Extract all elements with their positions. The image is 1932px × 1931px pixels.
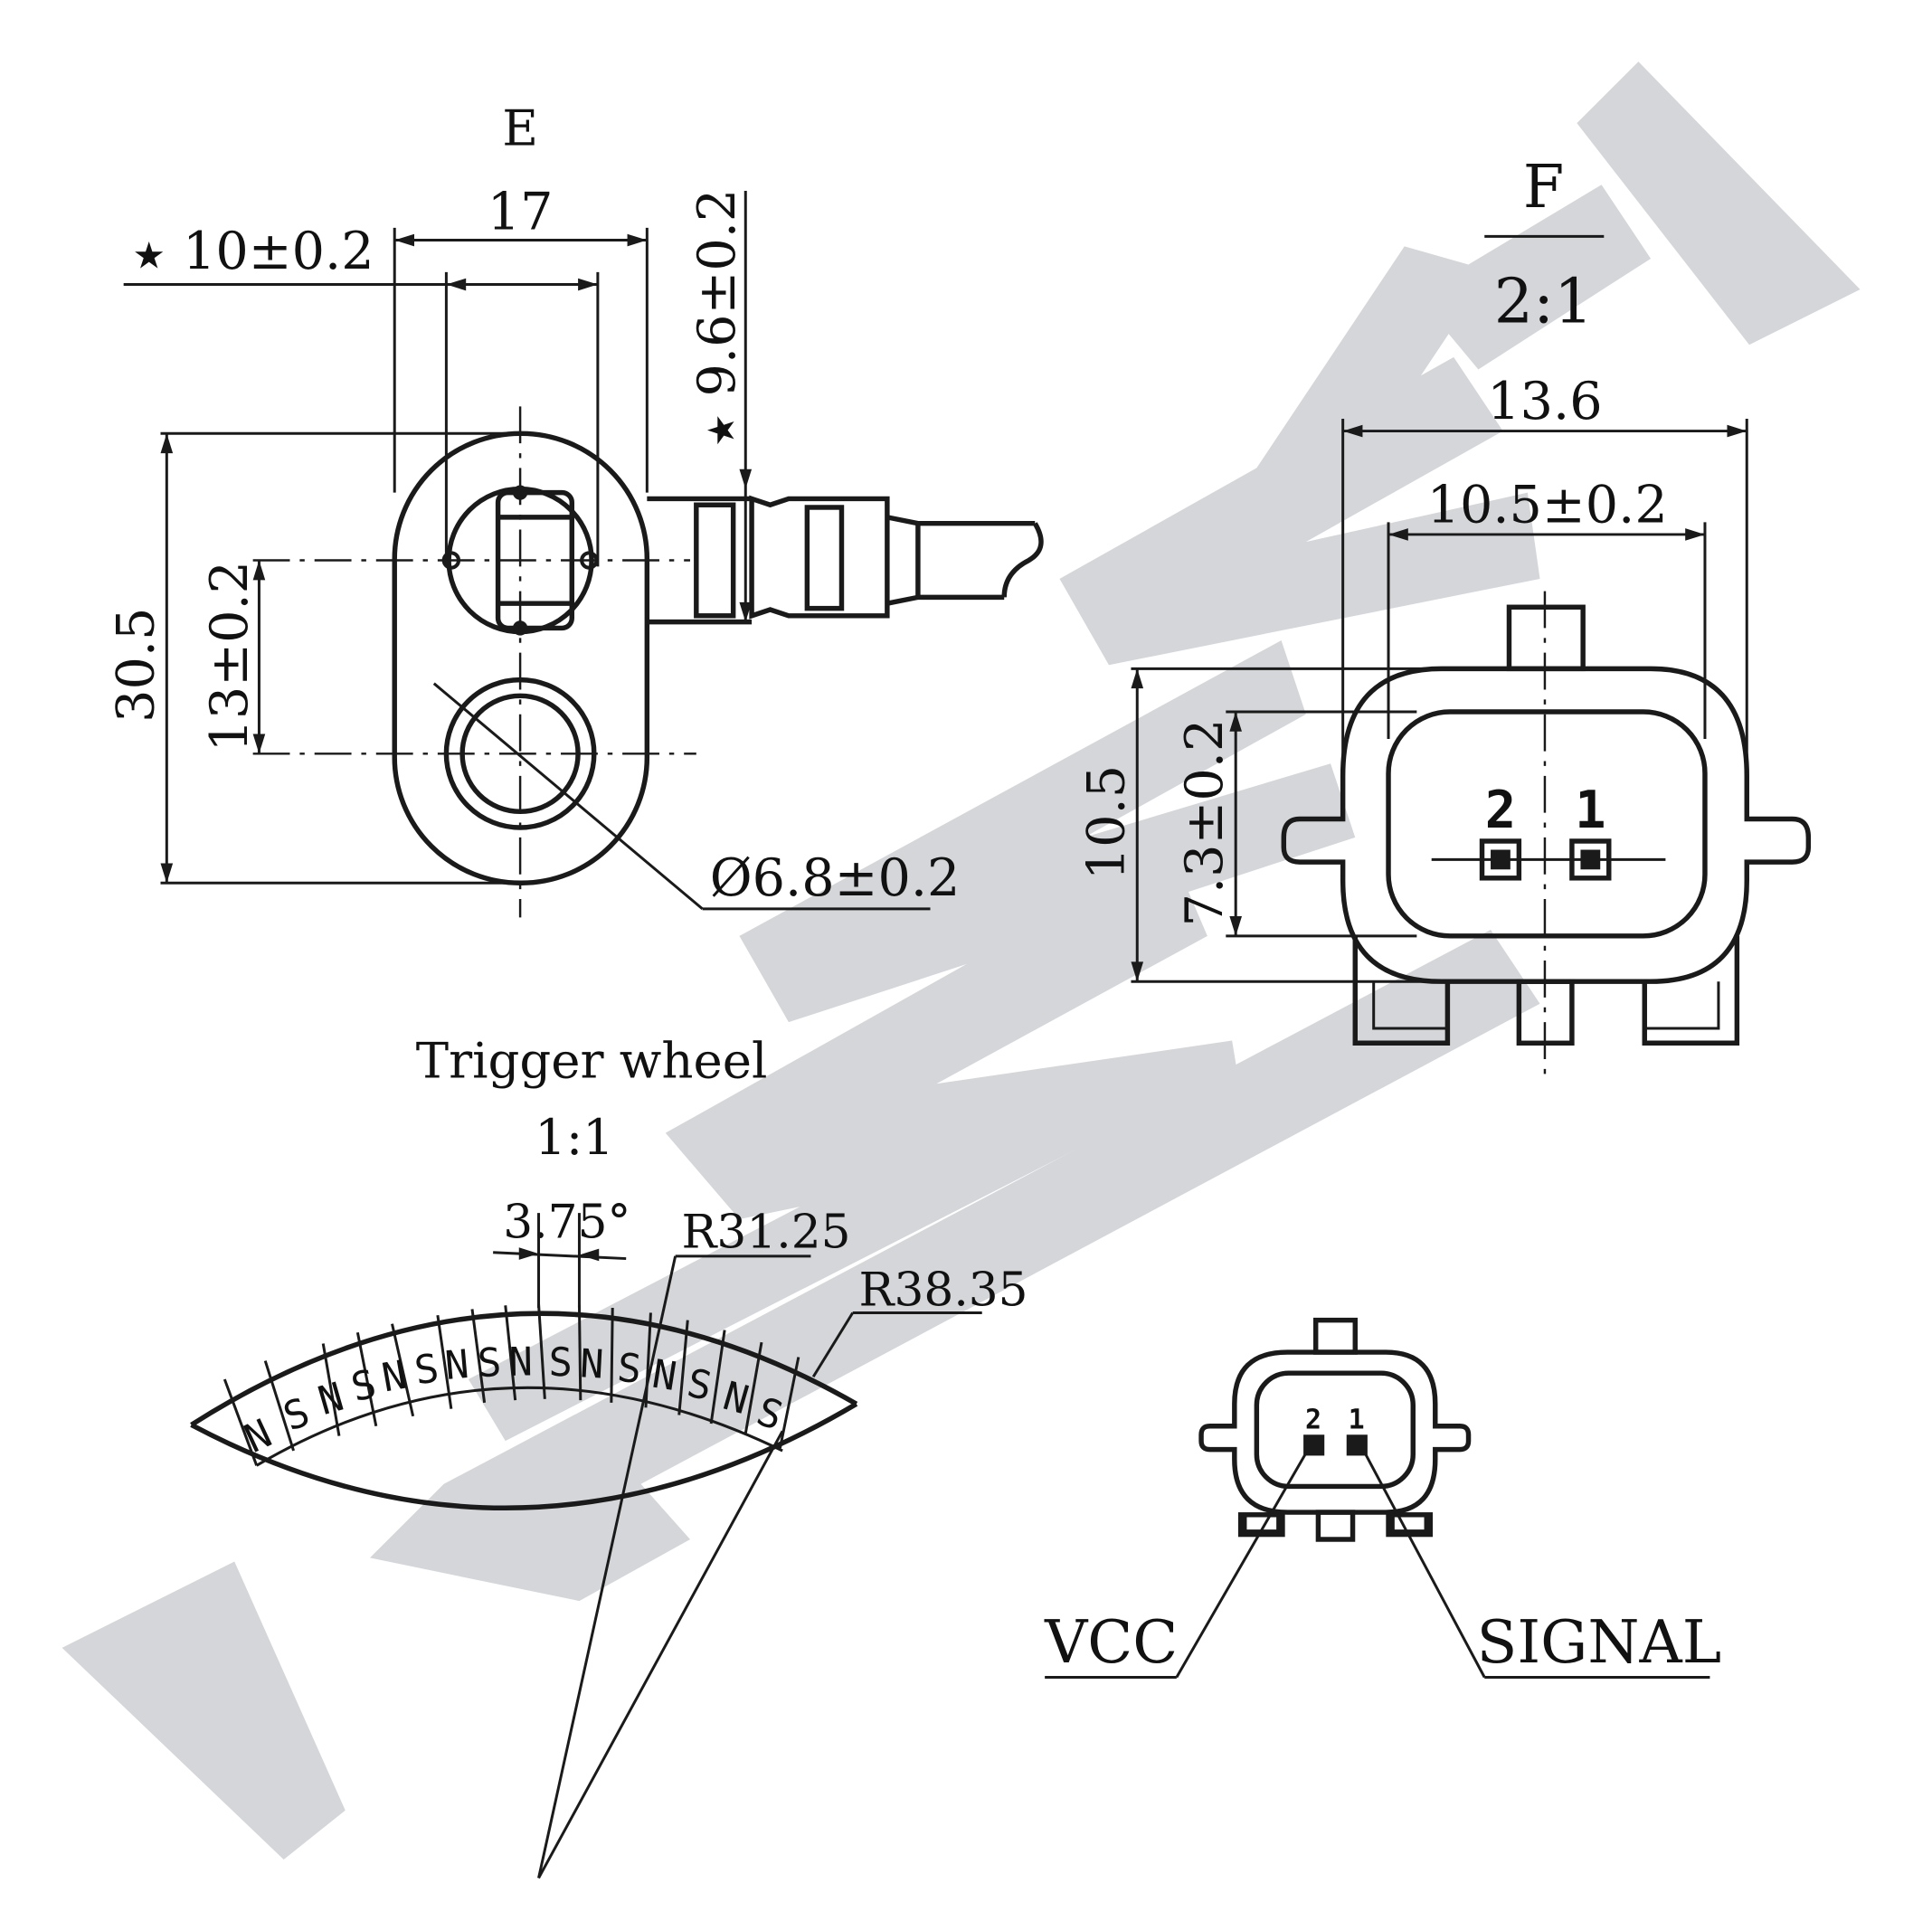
pole-1: N: [238, 1411, 279, 1462]
pole-7: N: [443, 1342, 470, 1389]
dim-offset-13: 13±0.2: [200, 561, 260, 753]
dim-bore-diameter: Ø6.8±0.2: [710, 848, 961, 908]
connector-latch: [1506, 604, 1586, 672]
trigger-wheel-view: Trigger wheel 1:1 3.75° R31.25 R38.35: [190, 1031, 1028, 1879]
pinout-pin-1: [1346, 1434, 1368, 1456]
dim-hole-spacing: 10±0.2: [183, 222, 374, 281]
dim-sensor-dia-star: ★: [687, 414, 747, 445]
view-f-scale: 2:1: [1494, 267, 1594, 338]
dim-hole-spacing-star: ★: [134, 222, 165, 281]
view-f: F 2:1 13.6 10.5±0.2 2 1: [1076, 153, 1812, 1084]
outer-radius-label: R38.35: [859, 1263, 1028, 1317]
pin-1-terminal: [1569, 838, 1612, 881]
pole-6: S: [412, 1346, 441, 1394]
pole-4: S: [347, 1362, 381, 1412]
inner-radius-label: R31.25: [681, 1205, 850, 1259]
pin-2-label: 2: [1485, 781, 1516, 840]
view-f-title: F: [1523, 153, 1564, 222]
pin-2-terminal: [1479, 838, 1522, 881]
dim-outer-height: 10.5: [1076, 765, 1136, 880]
connector-housing-inner: [1386, 709, 1708, 939]
dim-width-17: 17: [488, 182, 554, 241]
dim-height-30-5: 30.5: [106, 608, 166, 723]
label-vcc: VCC: [1044, 1608, 1178, 1677]
pole-5: N: [379, 1353, 411, 1402]
pinout-pin-1-label: 1: [1349, 1404, 1365, 1435]
dim-inner-width: 10.5±0.2: [1427, 475, 1668, 535]
connector-housing-outer: [1281, 666, 1812, 984]
label-signal: SIGNAL: [1477, 1608, 1722, 1677]
pinout-pin-2-label: 2: [1305, 1404, 1321, 1435]
dim-outer-width: 13.6: [1487, 372, 1602, 431]
trigger-wheel-title: Trigger wheel: [416, 1031, 768, 1089]
pinout-pin-2: [1303, 1434, 1325, 1456]
magnet-ring-inner-arc: [190, 1401, 858, 1510]
pole-separators: [223, 1303, 800, 1466]
pinout-view: 2 1 VCC SIGNAL: [1044, 1317, 1722, 1680]
pole-3: N: [313, 1375, 348, 1425]
view-e-title: E: [502, 99, 538, 157]
pin-1-label: 1: [1575, 781, 1605, 840]
trigger-wheel-scale: 1:1: [535, 1108, 614, 1166]
pole-9: N: [508, 1339, 533, 1385]
cable-exit: [647, 495, 1044, 625]
pole-8: S: [477, 1340, 503, 1387]
pinout-housing-inner: [1254, 1370, 1416, 1490]
pole-12: S: [615, 1346, 643, 1393]
connector-feet: [1352, 935, 1740, 1046]
pole-2: S: [278, 1390, 316, 1441]
pinout-latch: [1312, 1317, 1358, 1355]
dim-inner-height: 7.3±0.2: [1175, 719, 1235, 927]
pole-11: N: [579, 1341, 605, 1387]
angle-label: 3.75°: [503, 1195, 630, 1249]
view-e: E 17 ★ 10±0.2 ★ 9.6±0.2: [106, 99, 1044, 918]
dim-sensor-dia: 9.6±0.2: [687, 189, 747, 397]
pole-10: S: [548, 1340, 573, 1386]
magnet-ring-outer-arc: [190, 1311, 858, 1427]
